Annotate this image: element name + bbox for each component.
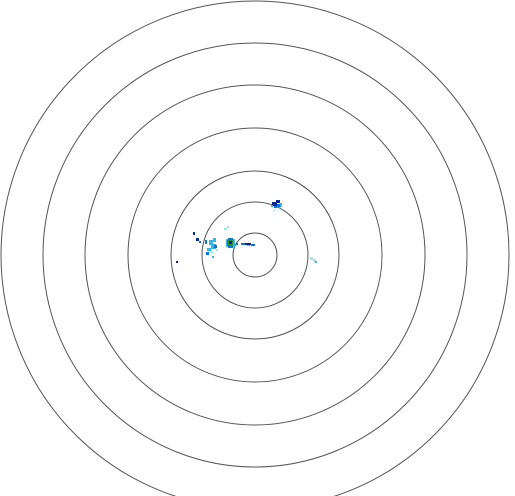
echo-pixel (271, 205, 273, 207)
range-ring-4 (127, 127, 383, 383)
echo-pixel (196, 238, 199, 241)
echo-pixel (313, 259, 316, 262)
echo-cell-central (224, 226, 238, 248)
echo-pixel (209, 240, 213, 245)
echo-pixel (236, 243, 238, 245)
range-ring-6 (42, 42, 468, 468)
echo-pixel (213, 238, 216, 242)
echo-pixel (224, 228, 227, 230)
echo-pixel (280, 203, 282, 206)
echo-pixel (227, 226, 229, 228)
echo-pixel (206, 252, 209, 255)
echo-pixel (176, 261, 178, 263)
echo-pixel (229, 241, 232, 244)
range-ring-5 (84, 84, 426, 426)
range-ring-1 (232, 232, 278, 278)
echo-pixel (199, 241, 201, 243)
echo-pixel (241, 243, 245, 245)
echo-pixel (212, 256, 214, 258)
echo-pixel (315, 261, 317, 263)
echo-pixel (272, 202, 277, 206)
echo-pixel (247, 245, 250, 246)
echo-pixel (274, 206, 277, 208)
echo-pixel (211, 244, 216, 249)
range-ring-2 (201, 201, 309, 309)
echo-pixel (310, 257, 313, 260)
echo-pixel (277, 204, 281, 207)
echo-cell-far-east (310, 257, 317, 263)
echo-band-east (241, 243, 255, 246)
echo-pixel (210, 251, 213, 253)
echo-pixel (207, 248, 211, 251)
echo-pixel (273, 210, 275, 211)
echo-pixel (245, 243, 251, 245)
echo-pixel (276, 200, 280, 203)
echo-pixel (205, 240, 207, 244)
range-ring-3 (170, 170, 340, 340)
echo-pixel (251, 244, 255, 246)
echo-pixel (216, 249, 218, 251)
echo-pixel (193, 232, 195, 235)
echo-cell-west (176, 232, 218, 263)
echo-pixel (214, 245, 217, 248)
precipitation-echoes (176, 200, 317, 263)
echo-cell-northeast (271, 200, 282, 211)
